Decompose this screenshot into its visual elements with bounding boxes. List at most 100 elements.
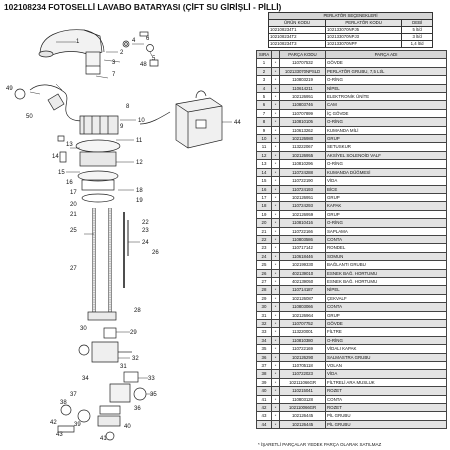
callout-15: 15 (58, 170, 65, 176)
part-mark: * (271, 251, 280, 262)
part-no: 12 (256, 150, 272, 161)
callout-11: 11 (136, 138, 143, 144)
part-mark: * (271, 150, 280, 161)
callout-33: 33 (148, 376, 155, 382)
part-name: SAPLAMA (325, 226, 447, 236)
part-name: GRUP (325, 209, 447, 220)
part-mark: * (271, 327, 280, 337)
part-code: 110215041 (279, 386, 326, 396)
callout-22: 22 (142, 220, 149, 226)
part-code: 110705118 (279, 361, 326, 371)
part-code: 110810380 (279, 335, 326, 346)
part-code: 110722023 (279, 369, 326, 379)
nipple-part (146, 44, 154, 52)
part-name: BAĞLANTI GRUBU (325, 260, 447, 270)
callout-27: 27 (70, 266, 77, 272)
part-mark: * (271, 361, 280, 371)
options-cell: 102133070NPJ3 (325, 33, 403, 41)
part-code: 102126964 (279, 310, 326, 321)
part-no: 28 (256, 285, 272, 295)
part-name: ROZET (325, 386, 447, 396)
part-no: 26 (256, 268, 272, 278)
part-no: 22 (256, 234, 272, 245)
part-name: GRUP (325, 310, 447, 321)
nipple-part-28 (103, 327, 117, 339)
callout-9: 9 (120, 124, 124, 130)
callout-3: 3 (112, 60, 116, 66)
part-mark: * (271, 268, 280, 278)
options-row: 102108234T3 102133070NPF 1,4 lt/d (267, 40, 433, 48)
part-no: 44 (256, 419, 272, 430)
part-name: AKSİYEL SOLENOİD VALF (325, 150, 447, 161)
oring-part (122, 40, 130, 48)
part-name: O-RİNG (325, 117, 447, 127)
part-mark: * (271, 108, 280, 119)
part-mark: * (271, 394, 280, 405)
part-mark: * (271, 209, 280, 220)
part-no: 31 (256, 310, 272, 321)
part-code: 110722166 (279, 226, 326, 236)
callout-2: 2 (120, 50, 124, 56)
part-code: 102110066GR (279, 403, 326, 413)
part-name: SALMASTRA GRUBU (325, 352, 447, 363)
part-no: 41 (256, 394, 272, 405)
part-mark: * (271, 386, 280, 396)
callout-25: 25 (70, 228, 77, 234)
callout-41: 41 (100, 436, 107, 442)
callout-5: 5 (152, 56, 156, 62)
callout-39: 39 (74, 422, 81, 428)
part-name: CONTA (325, 302, 447, 312)
options-cell: 102108234T1 (267, 26, 327, 34)
footnote: * İŞARETLİ PARÇALAR YEDEK PARÇA OLARAK S… (258, 442, 382, 447)
part-code: 110722169 (279, 344, 326, 354)
callout-23: 23 (142, 228, 149, 234)
part-code: 102199330 (279, 260, 326, 270)
part-name: O-RİNG (325, 218, 447, 228)
part-mark: * (271, 167, 280, 178)
screw-part (139, 31, 149, 37)
part-mark: * (271, 92, 280, 102)
exploded-drawing: 1 2 3 4 5 6 7 8 9 10 11 12 13 14 15 16 1… (6, 29, 241, 442)
callout-50: 50 (26, 114, 33, 120)
part-no: 39 (256, 377, 272, 388)
part-mark: * (271, 285, 280, 295)
part-no: 42 (256, 403, 272, 413)
callout-38: 38 (60, 400, 67, 406)
part-no: 23 (256, 243, 272, 253)
part-no: 32 (256, 318, 272, 329)
perlator-options-table: PERLATÖR SEÇENEKLERİ ÜRÜN KODU PERLATÖR … (267, 12, 433, 48)
part-name: ESNEK BAĞ. HORTUMU (325, 276, 447, 287)
part-code: 110714187 (279, 285, 326, 295)
part-code: 110810296 (279, 159, 326, 169)
part-name: PERLATÖR GRUBU, 7,5 Lt/L (325, 66, 447, 77)
part-mark: * (271, 117, 280, 127)
part-no: 29 (256, 293, 272, 304)
part-code: 110810105 (279, 117, 326, 127)
part-mark: * (271, 159, 280, 169)
part-name: GÖVDE (325, 318, 447, 329)
part-name: FİLTRE (325, 327, 447, 337)
part-no: 19 (256, 209, 272, 220)
options-cell: 102133070NPJ5 (325, 26, 403, 34)
part-mark: * (271, 377, 280, 388)
part-mark: * (271, 411, 280, 421)
part-code: 110707752 (279, 318, 326, 329)
